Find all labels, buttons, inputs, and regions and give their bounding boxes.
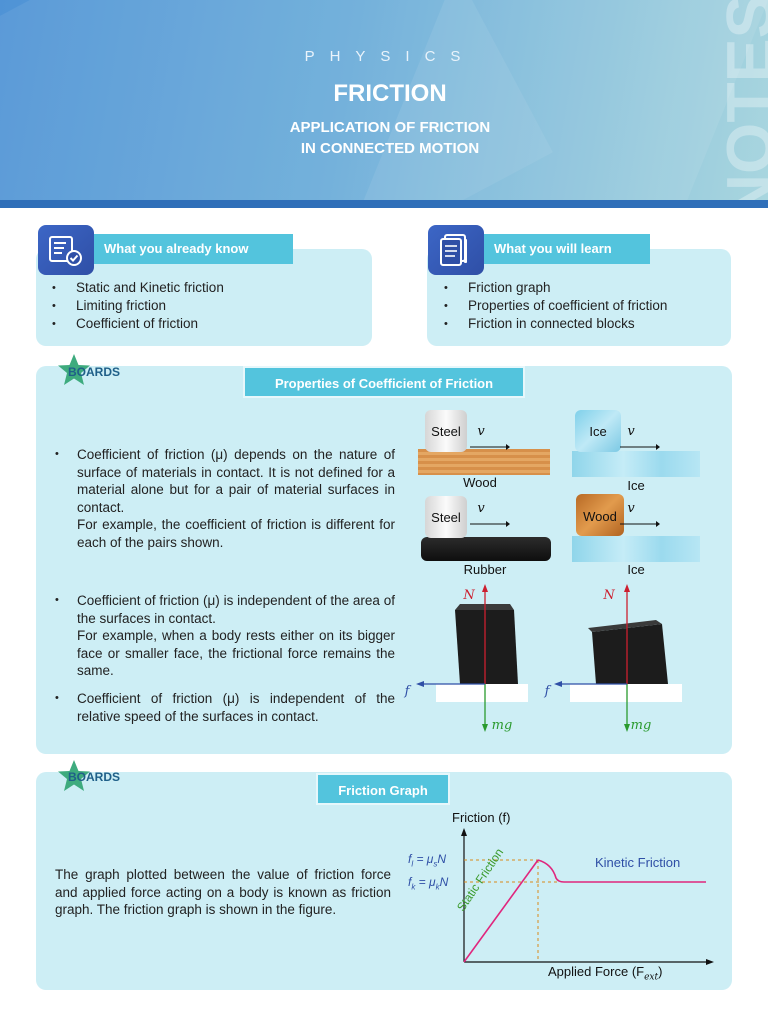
fk-eq-sub: k	[435, 882, 440, 892]
list-item: Limiting friction	[52, 297, 352, 315]
xlabel-sub: ext	[644, 972, 659, 983]
checklist-icon	[38, 225, 94, 275]
rubber-slab	[421, 537, 551, 561]
limiting-friction-label: fl = μsN	[408, 852, 446, 868]
learn-heading: What you will learn	[478, 234, 650, 264]
fk-sub: k	[411, 882, 416, 892]
kinetic-friction-label: Kinetic Friction	[595, 855, 681, 870]
know-heading: What you already know	[88, 234, 293, 264]
graph-xlabel: Applied Force (Fext)	[548, 964, 662, 983]
friction-force-label: f	[544, 684, 550, 699]
property-paragraph-2: • Coefficient of friction (μ) is indepen…	[55, 593, 395, 678]
header-band	[0, 200, 768, 208]
ylabel-text: Friction (f)	[452, 810, 511, 825]
paragraph-text: For example, when a body rests either on…	[77, 628, 395, 678]
force-diagram-wide	[540, 580, 700, 740]
list-item: Friction in connected blocks	[444, 315, 724, 333]
graph-ylabel: Friction (f)	[452, 810, 511, 825]
boards-badge: BOARDS	[68, 365, 121, 379]
star-icon	[56, 758, 92, 798]
graph-panel	[36, 772, 732, 990]
subtitle-line: IN CONNECTED MOTION	[300, 140, 480, 157]
boards-badge: BOARDS	[68, 770, 121, 784]
paragraph-text: The graph plotted between the value of f…	[55, 867, 391, 917]
graph-heading: Friction Graph	[316, 773, 450, 805]
kinetic-friction-eq-label: fk = μkN	[408, 875, 448, 891]
fl-eq-end: N	[437, 852, 447, 866]
steel-block	[425, 496, 467, 538]
list-item: Static and Kinetic friction	[52, 279, 352, 297]
steel-label: Steel	[431, 424, 461, 439]
fl-eq: = μ	[413, 852, 434, 866]
ice-block-label: Ice	[589, 424, 607, 439]
property-paragraph-1: • Coefficient of friction (μ) depends on…	[55, 447, 395, 550]
weight-label: mg	[491, 718, 513, 733]
ice-label: Ice	[627, 562, 645, 577]
fl-symbol: f	[408, 852, 412, 866]
velocity-arrow-icon	[620, 513, 660, 532]
subject-label: PHYSICS	[304, 48, 476, 65]
ice-block	[575, 410, 621, 452]
list-item: Properties of coefficient of friction	[444, 297, 724, 315]
ice-label: Ice	[627, 478, 645, 493]
properties-heading: Properties of Coefficient of Friction	[243, 366, 525, 398]
wood-label: Wood	[463, 475, 497, 490]
velocity-label: v	[477, 501, 485, 516]
velocity-label: v	[477, 424, 485, 439]
paragraph-text: Coefficient of friction (μ) is independe…	[77, 691, 395, 724]
rubber-label: Rubber	[463, 562, 507, 577]
star-icon	[56, 352, 92, 392]
fk-eq: = μ	[415, 875, 436, 889]
subtitle-line: APPLICATION OF FRICTION	[289, 119, 491, 136]
velocity-arrow-icon	[470, 436, 510, 455]
xlabel-end: )	[658, 964, 663, 979]
graph-paragraph: The graph plotted between the value of f…	[55, 866, 391, 919]
fl-sub: l	[411, 859, 414, 869]
ice-slab	[572, 536, 700, 562]
steel-label: Steel	[431, 510, 461, 525]
normal-force-label: N	[463, 588, 475, 603]
velocity-label: v	[627, 501, 635, 516]
page-title: FRICTION	[333, 80, 447, 107]
force-diagram-tall	[400, 580, 540, 740]
fk-symbol: f	[408, 875, 412, 889]
know-list: Static and Kinetic friction Limiting fri…	[52, 279, 352, 333]
wood-block	[576, 494, 624, 536]
steel-block	[425, 410, 467, 452]
paragraph-text: Coefficient of friction (μ) is independe…	[77, 593, 395, 626]
normal-force-label: N	[603, 588, 615, 603]
page-subtitle: APPLICATION OF FRICTION IN CONNECTED MOT…	[0, 117, 768, 159]
notes-stack-icon	[428, 225, 484, 275]
friction-force-label: f	[404, 684, 410, 699]
velocity-label: v	[627, 424, 635, 439]
paragraph-text: Coefficient of friction (μ) depends on t…	[77, 447, 395, 515]
friction-graph	[440, 828, 720, 968]
wood-slab	[418, 449, 550, 475]
page-header: PHYSICS FRICTION APPLICATION OF FRICTION…	[0, 0, 768, 200]
learn-list: Friction graph Properties of coefficient…	[444, 279, 724, 333]
list-item: Coefficient of friction	[52, 315, 352, 333]
wood-block-label: Wood	[583, 509, 617, 524]
fl-eq-sub: s	[433, 859, 438, 869]
paragraph-text: For example, the coefficient of friction…	[77, 517, 395, 550]
velocity-arrow-icon	[620, 436, 660, 455]
property-paragraph-3: • Coefficient of friction (μ) is indepen…	[55, 691, 395, 724]
fk-eq-end: N	[439, 875, 449, 889]
ice-slab	[572, 451, 700, 477]
velocity-arrow-icon	[470, 513, 510, 532]
list-item: Friction graph	[444, 279, 724, 297]
xlabel-text: Applied Force (F	[548, 964, 645, 979]
weight-label: mg	[630, 718, 652, 733]
